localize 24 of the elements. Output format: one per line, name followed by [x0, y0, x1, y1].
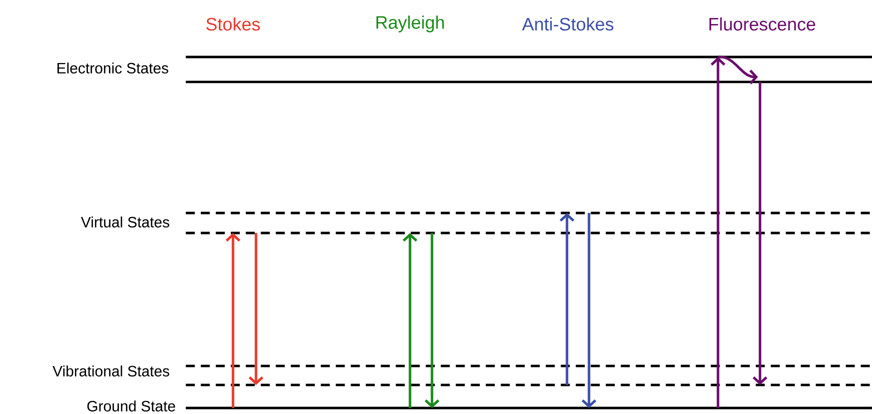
energy-level-line	[186, 80, 872, 84]
column-heading: Anti-Stokes	[522, 17, 614, 31]
energy-level-line	[186, 232, 872, 234]
transition-arrow	[752, 82, 768, 385]
transition-arrow	[424, 233, 440, 408]
column-heading: Fluorescence	[709, 17, 816, 31]
level-label: Electronic States	[57, 62, 168, 74]
energy-level-line	[186, 56, 872, 58]
transition-arrow	[226, 232, 240, 408]
transition-arrow	[248, 233, 264, 385]
transition-arrow	[560, 212, 574, 385]
level-label: Ground State	[87, 400, 176, 412]
transition-arrow	[402, 232, 418, 408]
level-label: Vibrational States	[52, 365, 170, 376]
energy-level-line	[186, 406, 872, 410]
energy-level-line	[186, 364, 872, 368]
transition-arrow	[710, 56, 726, 408]
energy-level-line	[186, 212, 872, 214]
level-label: Virtual States	[80, 216, 170, 228]
transition-arrow	[582, 213, 596, 408]
column-heading: Rayleigh	[376, 16, 444, 32]
energy-level-line	[186, 384, 872, 386]
column-heading: Stokes	[206, 17, 260, 31]
relaxation-arrow	[718, 56, 758, 84]
